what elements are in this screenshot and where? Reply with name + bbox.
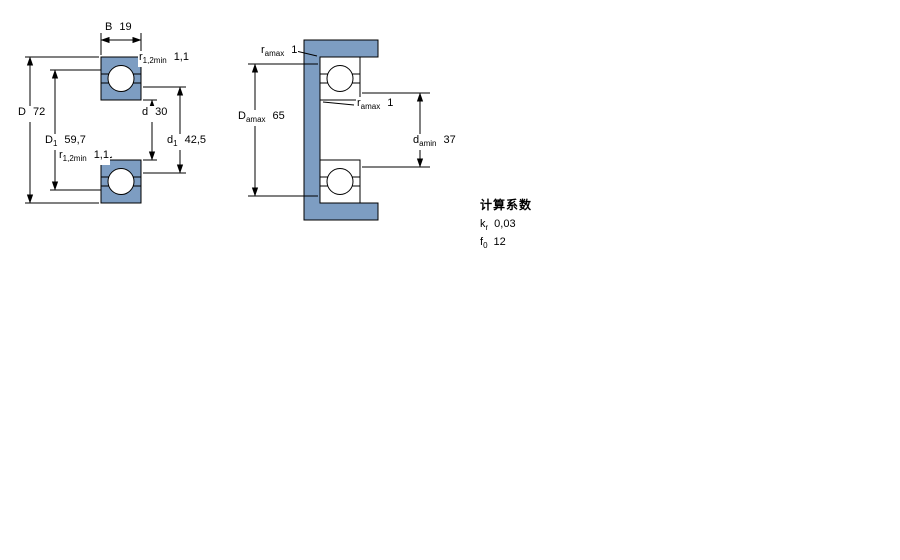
dim-Damax	[248, 63, 318, 197]
dim-D1	[50, 69, 101, 191]
leader-ra-top	[295, 50, 318, 57]
dim-D	[25, 56, 99, 204]
left-view	[25, 33, 186, 204]
leader-ra-mid	[322, 101, 355, 106]
calculation-factors-title: 计算系数	[480, 198, 533, 212]
ball-icon	[107, 65, 135, 92]
right-view	[248, 39, 430, 221]
dim-d1	[143, 86, 186, 174]
ball-icon	[107, 168, 135, 195]
ball-icon	[326, 168, 354, 195]
ball-icon	[326, 65, 354, 92]
dim-damin	[362, 92, 430, 168]
